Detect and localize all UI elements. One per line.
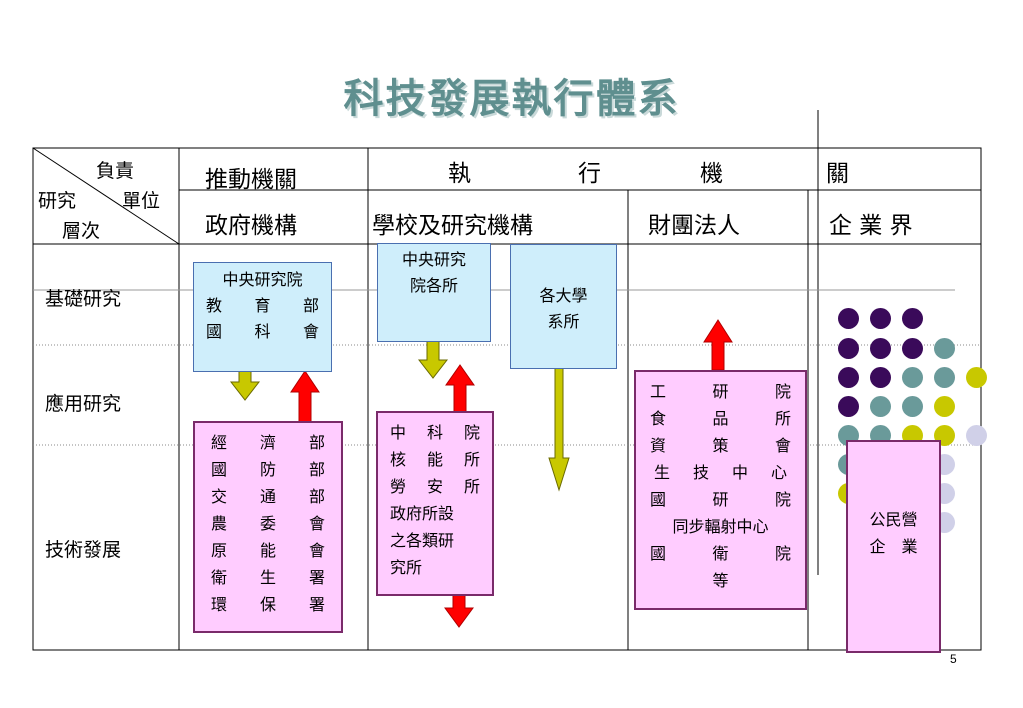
ministry-line-6: 衛生署 — [211, 568, 325, 587]
arrow-up-foundations — [703, 319, 733, 371]
gov-lab-line-6: 究所 — [390, 558, 423, 577]
corner-unit: 單位 — [122, 190, 161, 212]
foundation-line-8: 等 — [712, 571, 729, 590]
corner-responsible: 負責 — [96, 160, 135, 182]
ministry-line-3: 交通部 — [211, 487, 325, 506]
ministry-line-2: 國防部 — [211, 460, 325, 479]
header-industry: 企 業 界 — [829, 213, 913, 239]
foundation-line-2: 食品所 — [650, 409, 791, 428]
page-title: 科技發展執行體系 — [343, 75, 680, 122]
box-universities: 各大學 系所 — [510, 244, 617, 369]
box-enterprise: 公民營 企 業 — [846, 440, 941, 653]
arrow-down-universities — [548, 356, 570, 492]
box-gov-promotion-line-3: 國科會 — [206, 322, 319, 341]
header-exec-char-2: 行 — [578, 161, 601, 187]
header-promotion-agency: 推動機關 — [205, 167, 297, 193]
header-exec-char-1: 執 — [448, 161, 471, 187]
header-foundations: 財團法人 — [648, 213, 740, 239]
header-academia: 學校及研究機構 — [372, 213, 533, 239]
box-gov-promotion: 中央研究院 教育部 國科會 — [193, 262, 332, 372]
header-government: 政府機構 — [205, 213, 297, 239]
box-gov-labs: 中科院 核能所 勞安所 政府所設 之各類研 究所 — [376, 411, 494, 596]
row-label-applied-research: 應用研究 — [45, 393, 122, 415]
box-gov-promotion-line-1: 中央研究院 — [222, 270, 303, 289]
ministry-line-5: 原能會 — [211, 541, 325, 560]
header-exec-char-3: 機 — [700, 161, 723, 187]
ministry-line-7: 環保署 — [211, 595, 325, 614]
row-label-basic-research: 基礎研究 — [45, 288, 122, 310]
gov-lab-line-3: 勞安所 — [390, 477, 480, 496]
ministry-line-4: 農委會 — [211, 514, 325, 533]
header-exec-char-4: 關 — [826, 161, 849, 187]
foundation-line-4: 生技中心 — [654, 463, 787, 482]
row-label-tech-development: 技術發展 — [45, 539, 122, 561]
gov-lab-line-1: 中科院 — [390, 423, 480, 442]
foundation-line-5: 國研院 — [650, 490, 791, 509]
corner-research: 研究 — [38, 190, 77, 212]
box-gov-promotion-line-2: 教育部 — [206, 296, 319, 315]
foundation-line-6: 同步輻射中心 — [672, 517, 769, 536]
arrow-down-institutes — [417, 335, 449, 379]
foundation-line-3: 資策會 — [650, 436, 791, 455]
corner-level: 層次 — [62, 220, 101, 242]
foundation-line-1: 工研院 — [650, 382, 791, 401]
box-academia-institutes: 中央研究 院各所 — [377, 243, 491, 342]
box-ministries: 經濟部 國防部 交通部 農委會 原能會 衛生署 環保署 — [193, 421, 343, 633]
gov-lab-line-2: 核能所 — [390, 450, 480, 469]
gov-lab-line-4: 政府所設 — [390, 504, 455, 523]
foundation-line-7: 國衛院 — [650, 544, 791, 563]
arrow-up-institutes — [445, 364, 475, 413]
ministry-line-1: 經濟部 — [211, 433, 325, 452]
page-number: 5 — [950, 652, 957, 666]
arrow-up-gov — [290, 370, 320, 424]
gov-lab-line-5: 之各類研 — [390, 531, 455, 550]
box-foundations: 工研院 食品所 資策會 生技中心 國研院 同步輻射中心 國衛院 等 — [634, 370, 807, 610]
